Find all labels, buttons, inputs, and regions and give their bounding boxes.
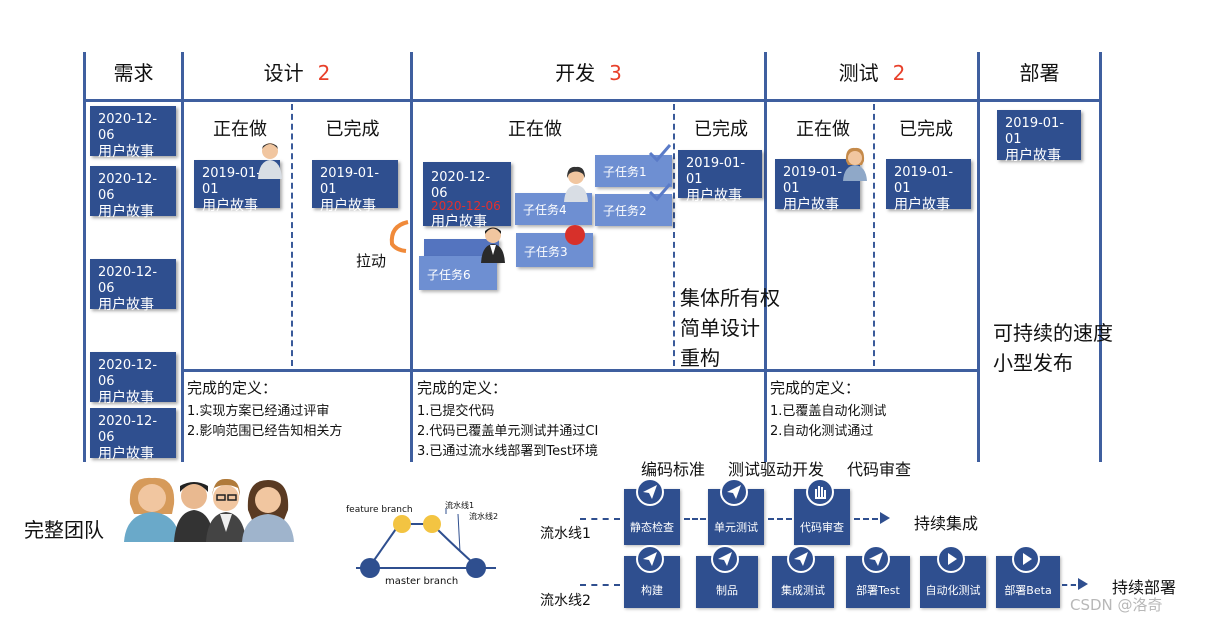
check-icon [648,183,672,202]
feature-branch-label: feature branch [346,505,413,515]
branching-diagram [356,508,496,578]
pipeline1-track [768,518,792,520]
continuous-integration-label: 持续集成 [914,514,979,533]
tester-avatar-icon [843,147,867,181]
board-line [1099,52,1102,462]
board-line [410,52,413,462]
stage-static-check[interactable]: 静态检查 [624,478,680,545]
team-label: 完整团队 [24,518,104,542]
sub-header-doing: 正在做 [796,119,850,140]
sub-header-done: 已完成 [694,119,748,140]
board-line [764,52,767,462]
stage-deploy-beta[interactable]: 部署Beta [996,545,1060,608]
watermark: CSDN @洛奇 [1070,596,1163,614]
pipeline2-label: 流水线2 [540,593,591,609]
wip-count: 3 [609,61,622,85]
design-definition-of-done: 完成的定义： 1.实现方案已经通过评审 2.影响范围已经告知相关方 [187,379,343,439]
paper-plane-icon [711,545,739,573]
column-header-deploy: 部署 [1019,61,1060,85]
paper-plane-icon [636,545,664,573]
pull-label: 拉动 [356,252,387,270]
stage-build[interactable]: 构建 [624,545,680,608]
hand-icon [806,478,834,506]
stage-deploy-test[interactable]: 部署Test [846,545,910,608]
sub-header-done: 已完成 [325,119,380,140]
board-line [977,52,980,462]
pipeline2-mini-label: 流水线2 [469,512,499,521]
split-line [291,104,293,366]
developer-avatar-icon [564,166,588,202]
board-line [181,52,184,462]
task-card[interactable]: 子任务2 [595,194,672,226]
paper-plane-icon [787,545,815,573]
paper-plane-icon [862,545,890,573]
split-line [673,104,675,366]
stage-unit-test[interactable]: 单元测试 [708,478,764,545]
continuous-deployment-label: 持续部署 [1112,578,1177,597]
practice-code-review: 代码审查 [847,460,912,479]
developer-avatar-icon [481,227,505,263]
team-people-icon [124,477,294,542]
test-definition-of-done: 完成的定义： 1.已覆盖自动化测试 2.自动化测试通过 [770,379,887,439]
pipeline1-track [580,518,620,520]
column-header-requirements: 需求 [113,61,154,85]
deploy-notes: 可持续的速度 小型发布 [993,321,1113,375]
pipeline1-track [684,518,706,520]
developer-avatar-icon [258,143,282,179]
task-card[interactable]: 子任务1 [595,155,672,187]
pipeline2-track [580,584,620,586]
pull-arrow-icon [389,220,409,253]
paper-plane-icon [636,478,664,506]
board-line [83,52,86,462]
header-divider [83,99,1102,102]
check-icon [648,144,672,163]
dev-definition-of-done: 完成的定义： 1.已提交代码 2.代码已覆盖单元测试并通过CI 3.已通过流水线… [417,379,599,459]
stage-code-review[interactable]: 代码审查 [794,478,850,545]
stage-automated-test[interactable]: 自动化测试 [920,545,986,608]
practice-tdd: 测试驱动开发 [728,460,825,479]
sub-header-done: 已完成 [899,119,953,140]
pipeline1-label: 流水线1 [540,526,591,542]
arrow-icon [1078,578,1088,590]
play-icon [1012,545,1040,573]
blocker-dot-icon [565,225,585,245]
pipeline1-track [854,518,878,520]
play-icon [937,545,965,573]
definition-divider [181,369,980,372]
dev-practice-notes: 集体所有权 简单设计 重构 [680,286,780,370]
pipeline1-mini-label: 流水线1 [445,501,475,510]
stage-artifact[interactable]: 制品 [696,545,758,608]
arrow-icon [880,512,890,524]
wip-count: 2 [892,61,906,85]
wip-count: 2 [317,61,331,85]
sub-header-doing: 正在做 [213,119,267,140]
task-card-shadow [424,239,499,261]
split-line [873,104,875,366]
practice-coding-standard: 编码标准 [641,460,706,479]
master-branch-label: master branch [385,576,459,587]
pipeline2-track [1062,584,1076,586]
paper-plane-icon [720,478,748,506]
stage-integration-test[interactable]: 集成测试 [772,545,834,608]
sub-header-doing: 正在做 [508,119,562,140]
